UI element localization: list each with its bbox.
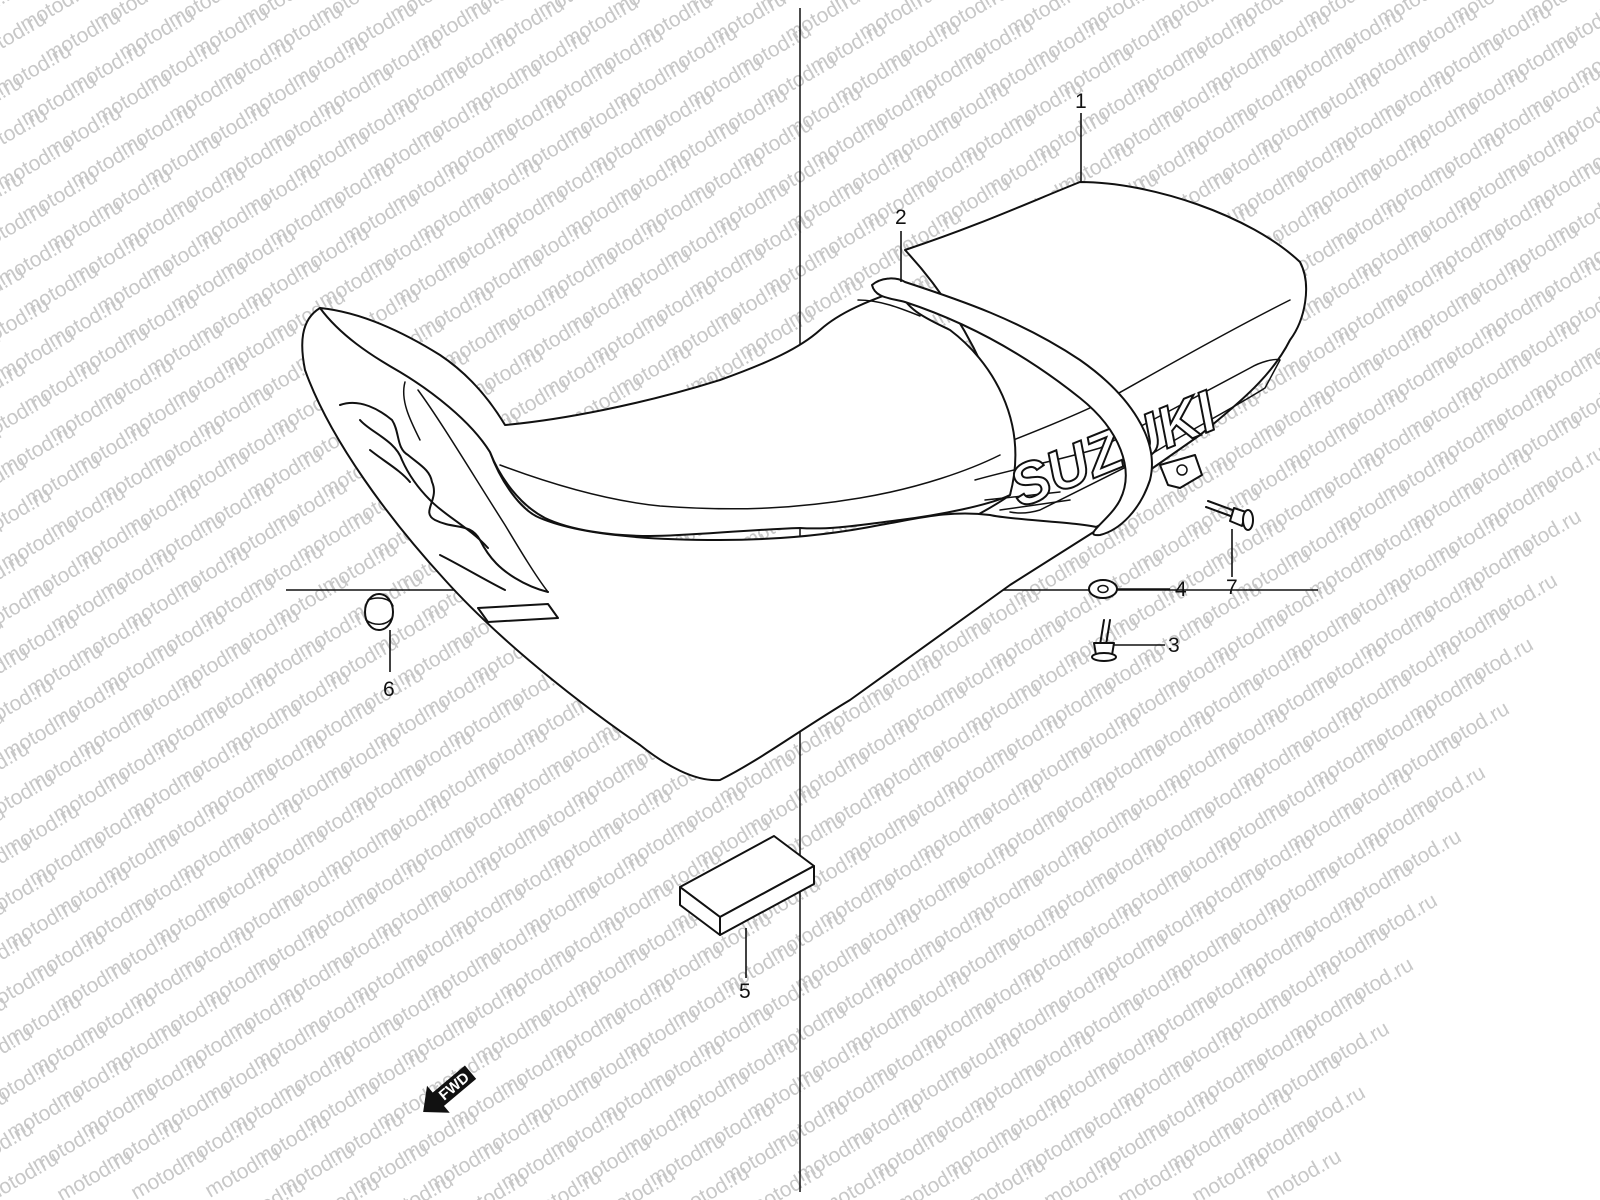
callout-6: 6 xyxy=(383,678,395,701)
callout-5: 5 xyxy=(739,980,751,1003)
callout-1: 1 xyxy=(1075,90,1087,113)
callout-2: 2 xyxy=(895,206,907,229)
callout-4: 4 xyxy=(1175,578,1187,601)
cushion-grommet-6 xyxy=(364,593,394,631)
washer-4 xyxy=(1088,579,1118,599)
callout-7: 7 xyxy=(1226,576,1238,599)
seat-front-bracket xyxy=(477,603,559,623)
callout-3: 3 xyxy=(1168,634,1180,657)
